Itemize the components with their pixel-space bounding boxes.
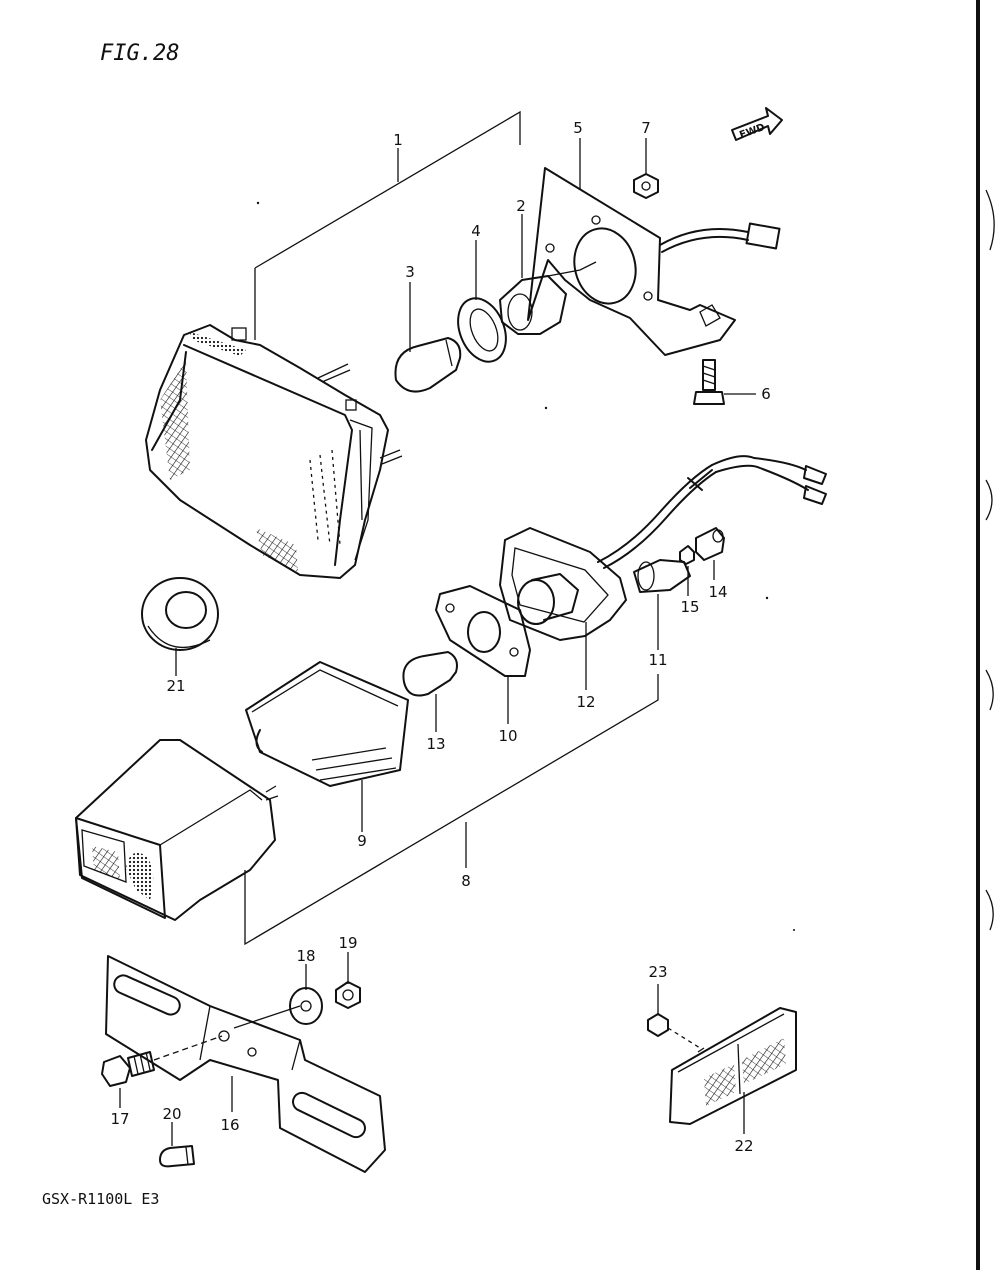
- collar-part-14: [695, 527, 725, 561]
- callout-9: 9: [357, 832, 367, 850]
- callout-11: 11: [648, 651, 667, 669]
- washer-part-18: [289, 987, 323, 1025]
- stray-marks: [256, 201, 795, 931]
- lamp-body-part-12: [499, 455, 827, 641]
- bracket-part-5: [527, 167, 781, 356]
- callout-5: 5: [573, 119, 583, 137]
- callout-13: 13: [426, 735, 445, 753]
- callout-16: 16: [220, 1116, 239, 1134]
- tail-lamp-part-8: [75, 739, 279, 921]
- license-bracket-part-16: [105, 955, 386, 1173]
- border-fragments: [985, 189, 995, 931]
- callout-19: 19: [338, 934, 357, 952]
- bulb-part-20: [159, 1145, 195, 1168]
- fwd-arrow-icon: FWD: [731, 107, 783, 141]
- figure-title: FIG.28: [100, 41, 179, 66]
- callout-7: 7: [641, 119, 651, 137]
- gasket-part-4: [457, 297, 507, 363]
- socket-part-2: [499, 261, 597, 335]
- callout-18: 18: [296, 947, 315, 965]
- lens-part-9: [245, 661, 409, 787]
- callout-22: 22: [734, 1137, 753, 1155]
- bolt-part-17: [101, 1035, 223, 1087]
- nut-part-15: [679, 545, 695, 565]
- bulb-part-13: [402, 651, 458, 697]
- lamp-housing-part-1: [145, 324, 403, 579]
- nut-part-7: [633, 173, 659, 199]
- callout-2: 2: [516, 197, 526, 215]
- callout-1: 1: [393, 131, 403, 149]
- callout-6: 6: [761, 385, 771, 403]
- callout-10: 10: [498, 727, 517, 745]
- gasket-part-10: [435, 585, 531, 677]
- callout-14: 14: [708, 583, 727, 601]
- grommet-part-21: [141, 577, 219, 651]
- callout-20: 20: [162, 1105, 181, 1123]
- callout-4: 4: [471, 222, 481, 240]
- callout-21: 21: [166, 677, 185, 695]
- model-code: GSX-R1100L E3: [42, 1190, 159, 1208]
- callout-15: 15: [680, 598, 699, 616]
- callout-23: 23: [648, 963, 667, 981]
- group-bracket-1: [254, 110, 521, 340]
- bulb-part-3: [394, 337, 462, 393]
- callout-8: 8: [461, 872, 471, 890]
- callout-3: 3: [405, 263, 415, 281]
- group-bracket-8: [244, 674, 659, 946]
- nut-part-23: [647, 1013, 701, 1049]
- reflector-part-22: [669, 1007, 797, 1125]
- grommet-part-11: [633, 559, 691, 593]
- bolt-part-6: [693, 359, 725, 405]
- nut-part-19: [335, 981, 361, 1009]
- fwd-label: FWD: [738, 122, 766, 141]
- callout-12: 12: [576, 693, 595, 711]
- washer-axis-18: [233, 1005, 301, 1029]
- callout-17: 17: [110, 1110, 129, 1128]
